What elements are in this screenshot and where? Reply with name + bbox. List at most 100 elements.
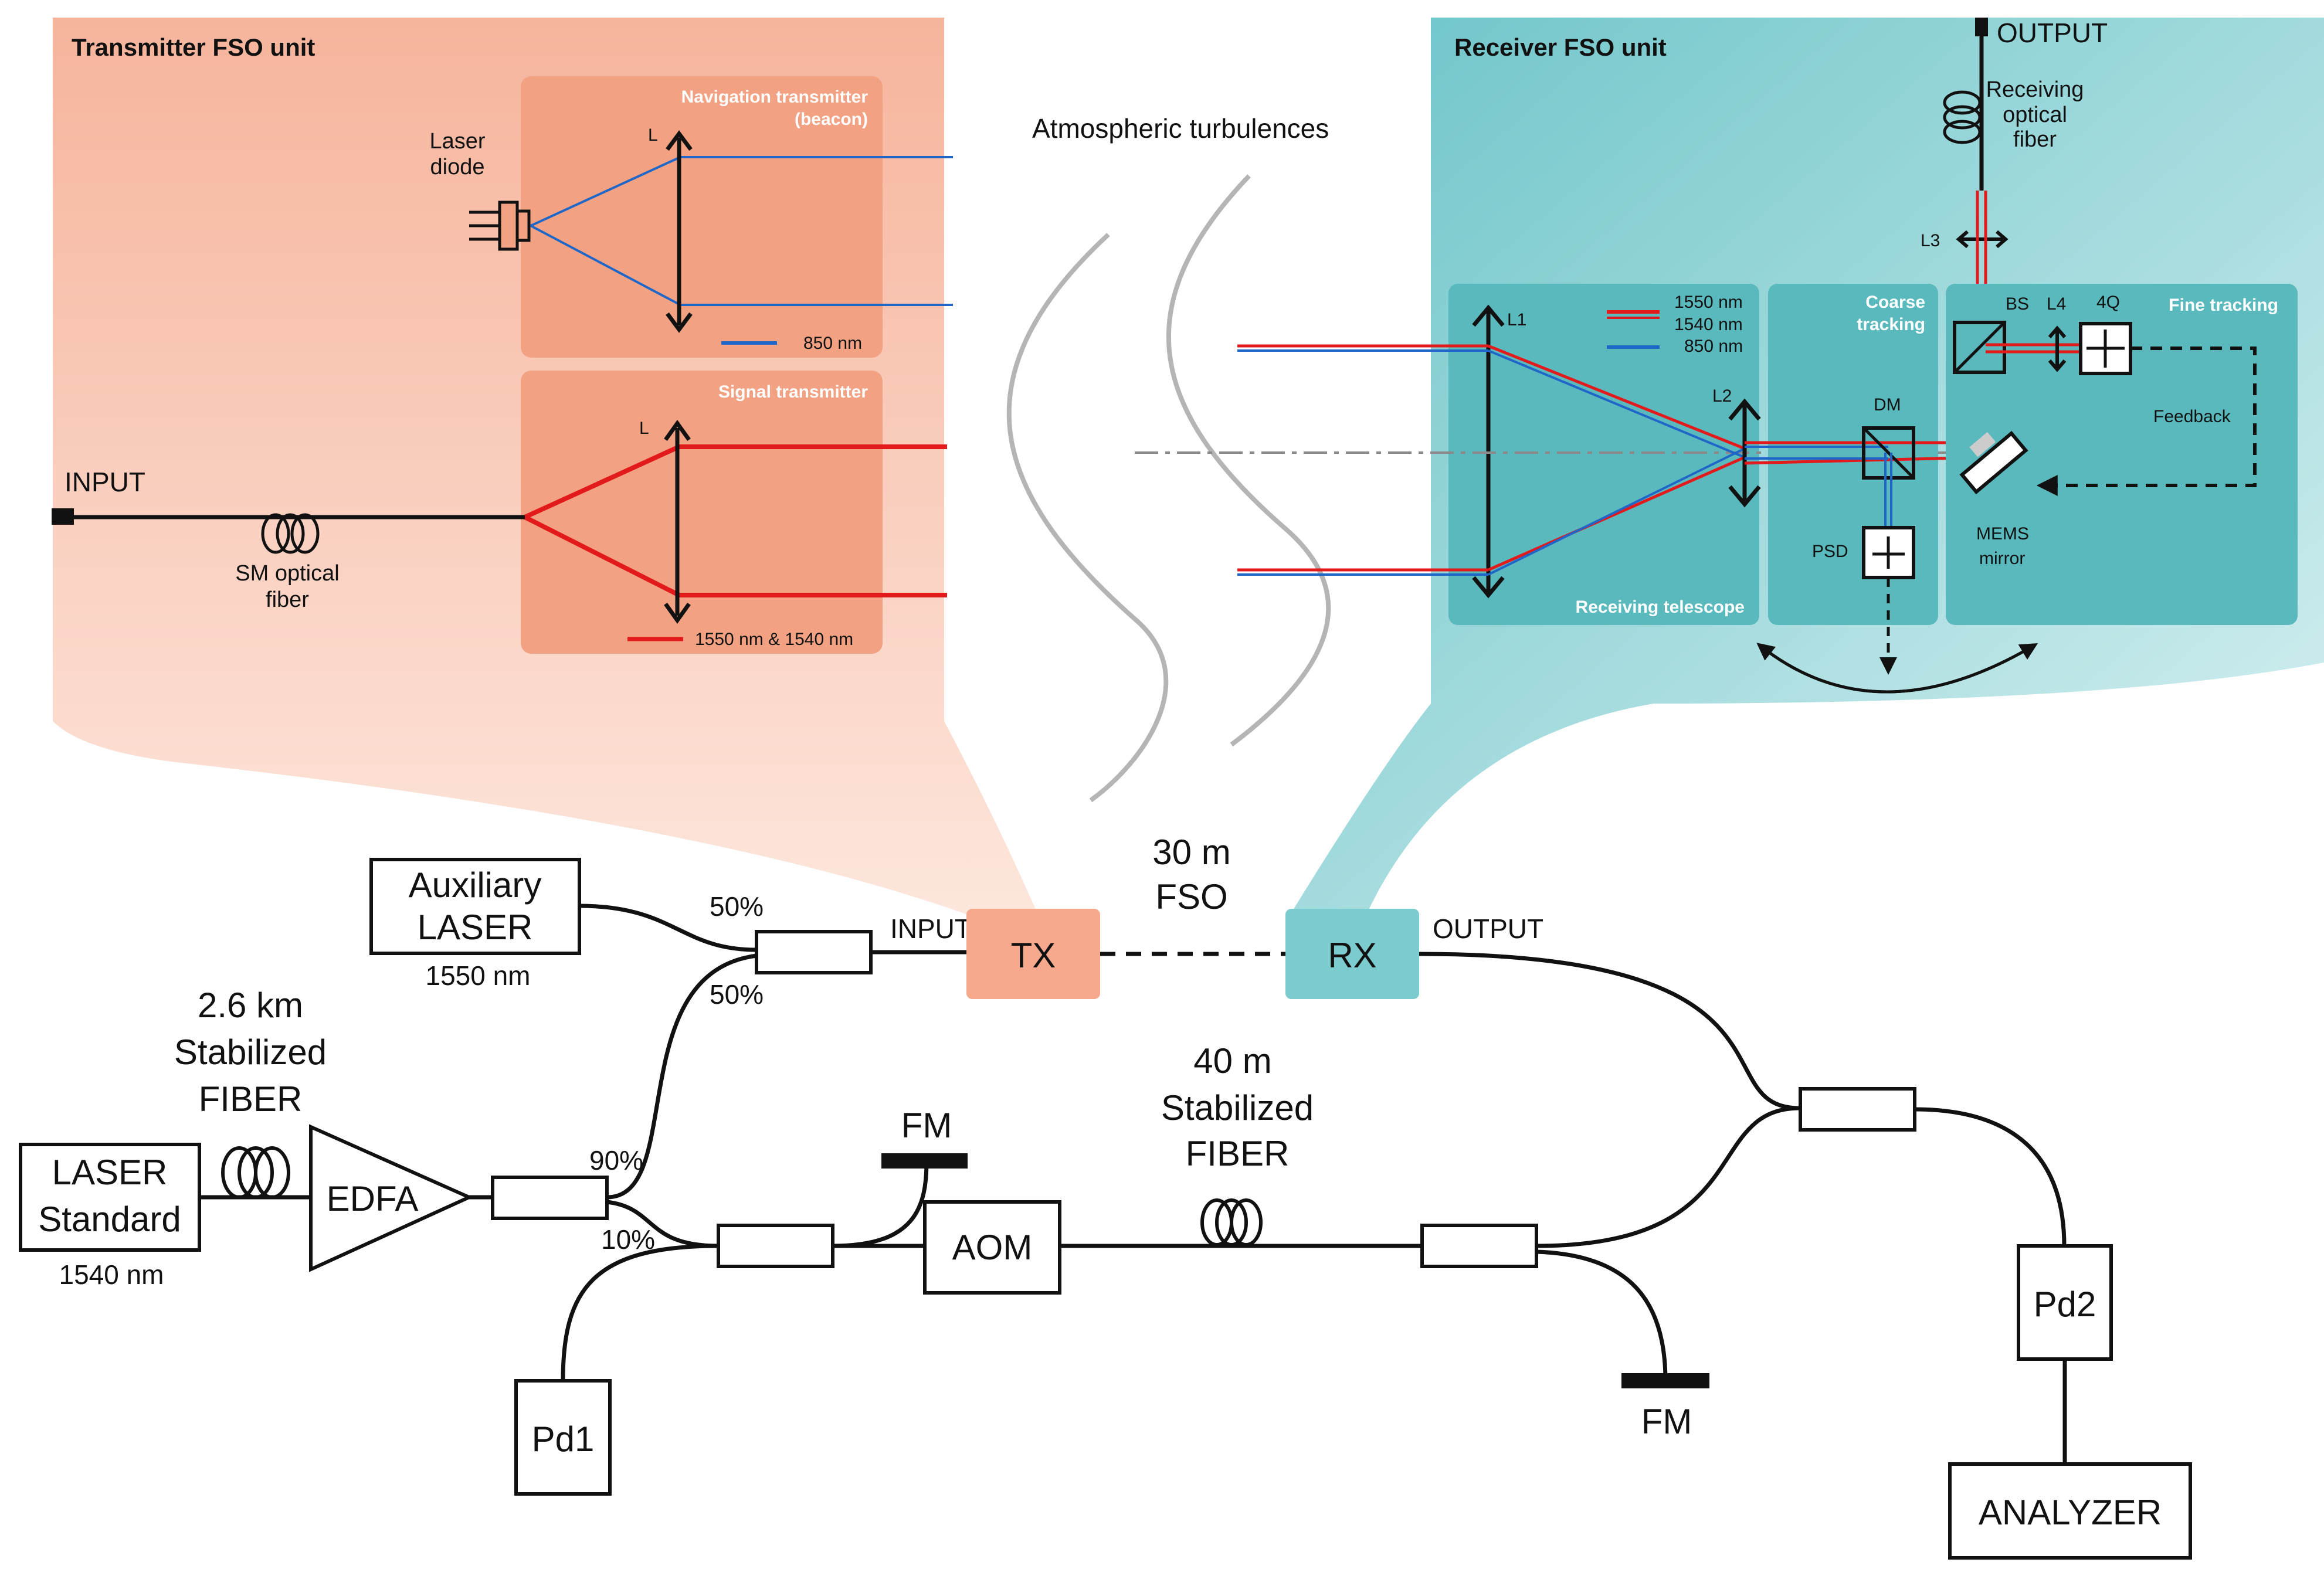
tx-input-fiber-label: INPUT <box>890 913 971 944</box>
signal-lens-icon <box>664 419 691 624</box>
receiving-telescope-panel <box>1448 284 1759 625</box>
laser-diode-icon <box>469 201 531 251</box>
mems-label: MEMS <box>1976 524 2029 544</box>
tx-input-label: INPUT <box>65 467 145 497</box>
fso-label: FSO <box>1155 877 1227 916</box>
feedback-label: Feedback <box>2153 407 2231 426</box>
coupler3-to-fm-fiber <box>832 1160 929 1248</box>
split-50-bottom: 50% <box>710 979 764 1010</box>
coupler4-to-coupler5-fiber <box>1536 1106 1801 1248</box>
rx-output-fiber-label: OUTPUT <box>1433 913 1543 944</box>
nav-transmitter-beacon: (beacon) <box>795 110 868 129</box>
signal-transmitter-panel <box>521 371 883 654</box>
receiving-telescope-label: Receiving telescope <box>1576 597 1745 617</box>
signal-ray-top <box>524 444 680 519</box>
turbulence-wave-right <box>1166 174 1331 747</box>
coupler3-to-pd1-fiber <box>561 1244 719 1381</box>
feedback-loop <box>2036 347 2257 496</box>
fine-tracking-title: Fine tracking <box>2169 296 2278 315</box>
laser-diode-label-2: diode <box>430 155 485 179</box>
coupler5-to-pd2-fiber <box>1914 1107 2067 1246</box>
fiber-26km-label-2: FIBER <box>199 1079 303 1119</box>
psd-label: PSD <box>1812 542 1848 561</box>
rx-box <box>1285 909 1419 999</box>
coupler-4 <box>1420 1224 1538 1268</box>
legend-1540-label: 1540 nm <box>1674 315 1743 334</box>
coarse-tracking-title-2: tracking <box>1857 315 1925 334</box>
quadrant-detector-icon <box>2079 322 2132 375</box>
auxiliary-laser-label-2: LASER <box>418 908 533 947</box>
nav-lens-icon <box>666 130 693 333</box>
laser-standard-label-2: Standard <box>38 1200 181 1239</box>
beacon-ray-bottom <box>530 225 681 306</box>
l3-lens-icon <box>1956 230 2009 249</box>
fiber-26km-label: Stabilized <box>174 1032 327 1072</box>
laser-diode-label: Laser <box>429 129 485 154</box>
aux-to-coupler-fiber <box>579 904 757 952</box>
fiber-40m-label: Stabilized <box>1161 1088 1314 1127</box>
legend-1550-label: 1550 nm <box>1674 293 1743 312</box>
telescope-ray-top-blue <box>1488 349 1745 458</box>
auxiliary-laser-label: Auxiliary <box>409 865 542 905</box>
l2-label: L2 <box>1712 386 1732 406</box>
telescope-ray-bottom-blue <box>1488 447 1745 576</box>
coupler-3 <box>717 1224 834 1268</box>
turbulence-wave-left <box>1006 233 1169 803</box>
auxiliary-laser-box <box>369 858 581 955</box>
pd2-label: Pd2 <box>2034 1285 2096 1324</box>
receiving-fiber-label-3: fiber <box>2013 127 2057 152</box>
pd2-box <box>2017 1244 2113 1361</box>
tx-unit: Transmitter FSO unit Navigation transmit… <box>52 18 1038 915</box>
q4-label: 4Q <box>2096 293 2120 312</box>
receiving-fiber-label-2: optical <box>2003 103 2067 127</box>
l2-lens-icon <box>1728 398 1761 508</box>
sm-fiber-coil-icon <box>261 513 320 554</box>
fiber-40m-label-2: FIBER <box>1186 1134 1290 1173</box>
l4-lens-icon <box>2048 325 2067 372</box>
pd1-box <box>514 1379 612 1496</box>
fiber-26km-coil-icon <box>221 1146 290 1199</box>
rx-to-coupler-fiber <box>1419 952 1801 1110</box>
fiber-40m-coil-icon <box>1200 1198 1263 1246</box>
coupler-2 <box>491 1176 609 1220</box>
fm-bottom-label: FM <box>1641 1402 1692 1441</box>
signal-lens-label: L <box>639 419 649 438</box>
beam-splitter-icon <box>1953 321 2006 374</box>
fiber-40m-length: 40 m <box>1193 1041 1271 1081</box>
coupler-1 <box>755 930 873 974</box>
sm-fiber-label-2: fiber <box>266 587 309 612</box>
setup: Auxiliary LASER 1550 nm 50% INPUT 50% TX… <box>19 833 2192 1560</box>
l1-label: L1 <box>1507 310 1526 330</box>
l3-label: L3 <box>1921 231 1940 250</box>
dichroic-mirror-icon <box>1862 426 1915 480</box>
fiber-26km-length: 2.6 km <box>198 986 303 1025</box>
bs-label: BS <box>2006 294 2029 314</box>
psd-detector-icon <box>1862 526 1915 579</box>
telescope-ray-top-red <box>1488 344 1745 450</box>
signal-legend-label: 1550 nm & 1540 nm <box>695 630 853 649</box>
laser-standard-box <box>19 1143 201 1252</box>
dm-label: DM <box>1874 395 1901 415</box>
laser-standard-label: LASER <box>52 1153 168 1192</box>
split-10: 10% <box>601 1224 655 1255</box>
nav-legend-label: 850 nm <box>803 334 862 353</box>
l4-label: L4 <box>2047 294 2066 314</box>
auxiliary-laser-wavelength: 1550 nm <box>425 960 530 991</box>
fm-top-label: FM <box>901 1106 952 1145</box>
split-90: 90% <box>589 1145 643 1176</box>
aom-label: AOM <box>952 1228 1033 1267</box>
coupler4-to-fm-fiber <box>1536 1249 1668 1381</box>
analyzer-label: ANALYZER <box>1979 1493 2162 1532</box>
atmosphere: Atmospheric turbulences <box>1006 113 1331 803</box>
nav-transmitter-panel <box>521 76 883 358</box>
coarse-tracking-title: Coarse <box>1865 293 1925 312</box>
tilt-arrow-right <box>1756 643 2036 694</box>
laser-standard-wavelength: 1540 nm <box>59 1259 164 1290</box>
pd1-label: Pd1 <box>532 1419 595 1459</box>
mems-label-2: mirror <box>1979 549 2025 568</box>
mems-mirror-icon <box>1959 430 2028 495</box>
tx-label: TX <box>1011 936 1056 975</box>
signal-transmitter-title: Signal transmitter <box>718 382 868 402</box>
analyzer-box <box>1948 1462 2192 1560</box>
